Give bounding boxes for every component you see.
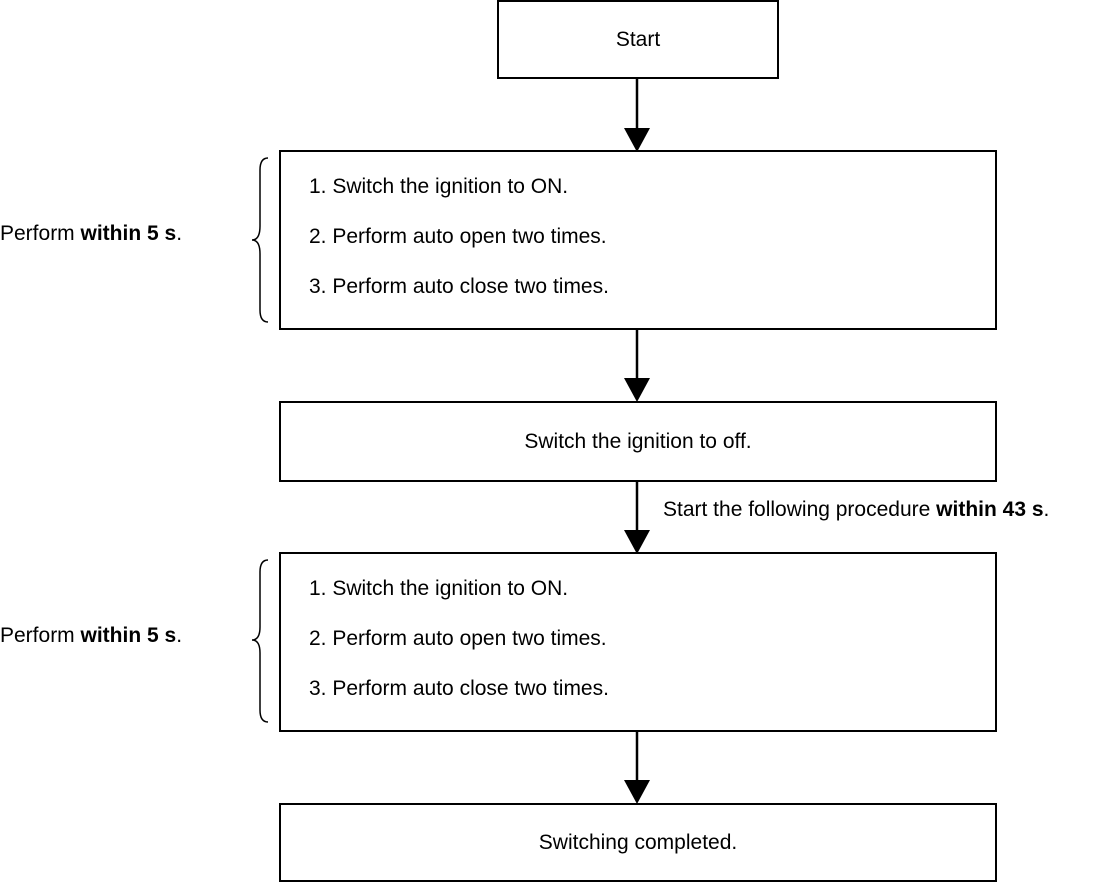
transition-note-emphasis: within 43 s (936, 498, 1044, 521)
phase1-step-3: 3. Perform auto close two times. (309, 275, 609, 298)
phase2-note-prefix: Perform (0, 624, 81, 647)
brace-phase2 (251, 559, 269, 723)
transition-time-note: Start the following procedure within 43 … (663, 498, 1049, 522)
phase1-note-prefix: Perform (0, 222, 81, 245)
brace-phase1 (251, 157, 269, 323)
phase1-note-suffix: . (176, 222, 183, 245)
start-label: Start (615, 27, 661, 51)
phase1-step-2: 2. Perform auto open two times. (309, 225, 607, 248)
phase2-note-emphasis: within 5 s (80, 624, 177, 647)
arrow-ignition-off-to-phase2 (624, 480, 650, 554)
arrow-start-to-phase1 (624, 78, 650, 152)
phase2-note-suffix: . (176, 624, 183, 647)
phase1-note-emphasis: within 5 s (80, 222, 177, 245)
phase1-time-note: Perform within 5 s. (0, 222, 182, 246)
phase2-step-3: 3. Perform auto close two times. (309, 677, 609, 700)
completed-node: Switching completed. (279, 803, 997, 882)
phase2-step-2: 2. Perform auto open two times. (309, 627, 607, 650)
transition-note-prefix: Start the following procedure (663, 498, 937, 521)
phase2-node: 1. Switch the ignition to ON. 2. Perform… (279, 552, 997, 732)
ignition-off-node: Switch the ignition to off. (279, 401, 997, 482)
phase2-time-note: Perform within 5 s. (0, 624, 182, 648)
completed-label: Switching completed. (538, 830, 738, 854)
start-node: Start (497, 0, 779, 79)
arrow-phase1-to-ignition-off (624, 328, 650, 402)
transition-note-suffix: . (1043, 498, 1050, 521)
phase2-step-1: 1. Switch the ignition to ON. (309, 577, 569, 600)
phase1-node: 1. Switch the ignition to ON. 2. Perform… (279, 150, 997, 330)
ignition-off-label: Switch the ignition to off. (524, 429, 752, 453)
arrow-phase2-to-completed (624, 730, 650, 804)
phase1-step-1: 1. Switch the ignition to ON. (309, 175, 569, 198)
